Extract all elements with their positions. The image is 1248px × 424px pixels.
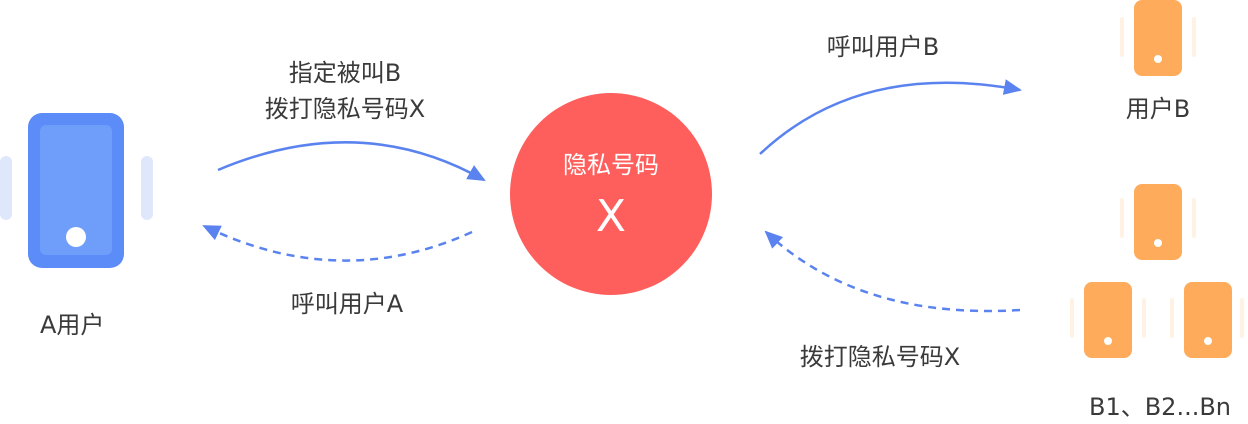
arrow-bgroup-to-x [764,230,1021,313]
signal-bar-b3-right [1240,298,1244,338]
signal-bar-b-left [1120,17,1124,57]
b-group-phone-icon [1184,282,1232,358]
designate-label-line1: 指定被叫B [288,59,402,87]
dial-privacy-label: 拨打隐私号码X [799,343,961,371]
user-b-phone-icon [1134,0,1182,76]
phone-home-button [1204,337,1212,345]
signal-bar-b3-left [1170,298,1174,338]
phone-home-button [1104,337,1112,345]
b-group-phone-icon [1084,282,1132,358]
arrow-a-to-x [217,141,486,182]
signal-bar-b1-right [1192,198,1196,238]
designate-label-line2: 拨打隐私号码X [264,95,426,123]
arrow-x-to-b [759,79,1022,155]
signal-bar-right [141,156,153,220]
b-group-label: B1、B2...Bn [1088,393,1232,421]
signal-bar-b-right [1192,17,1196,57]
phone-home-button [1154,239,1162,247]
privacy-number-letter: X [595,191,627,242]
phone-home-button [1154,55,1162,63]
signal-bar-b1-left [1120,198,1124,238]
privacy-number-title: 隐私号码 [563,151,659,179]
signal-bar-b2-left [1070,298,1074,338]
phone-home-button [66,227,86,247]
arrow-x-to-a [202,224,473,262]
user-b-label: 用户B [1125,95,1191,123]
call-user-a-label: 呼叫用户A [290,290,404,318]
user-a-label: A用户 [40,311,105,339]
b-group-phone-icon [1134,184,1182,260]
privacy-number-node: 隐私号码 X [510,93,712,295]
signal-bar-b2-right [1142,298,1146,338]
signal-bar-left [0,156,12,220]
call-user-b-label: 呼叫用户B [826,33,940,61]
caller-phone-icon [28,113,124,268]
